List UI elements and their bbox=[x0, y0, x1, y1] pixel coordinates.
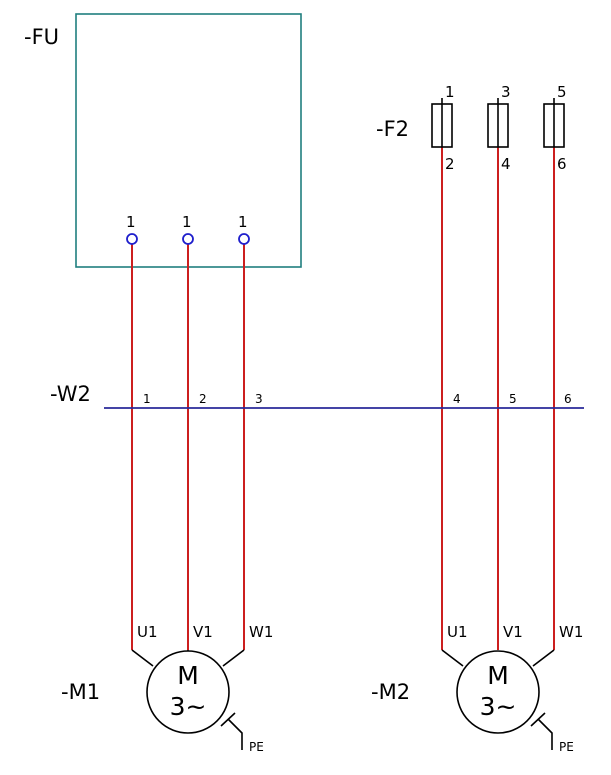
fu-label: -FU bbox=[24, 25, 59, 49]
w2-core-1: 1 bbox=[143, 392, 151, 406]
m1-term-v1: V1 bbox=[193, 623, 213, 641]
fu-terminal-label-2: 1 bbox=[182, 213, 192, 231]
m1-lead-u bbox=[131, 649, 154, 667]
w2-core-2: 2 bbox=[199, 392, 207, 406]
m2-motor-phase: 3~ bbox=[480, 692, 517, 721]
f2-bottom-term-4: 4 bbox=[501, 155, 511, 173]
f2-bottom-term-2: 2 bbox=[445, 155, 455, 173]
m2-term-w1: W1 bbox=[559, 623, 583, 641]
motor-m2[interactable]: M 3~ bbox=[441, 649, 555, 750]
m1-term-u1: U1 bbox=[137, 623, 158, 641]
fu-terminal-2[interactable] bbox=[182, 233, 194, 245]
f2-top-term-1: 1 bbox=[445, 83, 455, 101]
f2-top-term-5: 5 bbox=[557, 83, 567, 101]
m2-lead-w bbox=[532, 649, 555, 667]
m2-term-v1: V1 bbox=[503, 623, 523, 641]
fu-terminal-1[interactable] bbox=[126, 233, 138, 245]
m2-lead-u bbox=[441, 649, 464, 667]
m1-pe-lead bbox=[227, 718, 243, 750]
m1-lead-w bbox=[222, 649, 245, 667]
m2-pe-lead bbox=[537, 718, 553, 750]
w2-core-4: 4 bbox=[453, 392, 461, 406]
fu-terminal-label-1: 1 bbox=[126, 213, 136, 231]
m1-term-w1: W1 bbox=[249, 623, 273, 641]
w2-core-5: 5 bbox=[509, 392, 517, 406]
f2-label: -F2 bbox=[376, 117, 409, 141]
m1-motor-phase: 3~ bbox=[170, 692, 207, 721]
m1-pe-label: PE bbox=[249, 740, 264, 754]
m2-motor-circle[interactable] bbox=[456, 650, 540, 734]
m2-pe-label: PE bbox=[559, 740, 574, 754]
fu-terminal-label-3: 1 bbox=[238, 213, 248, 231]
w2-core-6: 6 bbox=[564, 392, 572, 406]
motor-m1[interactable]: M 3~ bbox=[131, 649, 245, 750]
m1-motor-letter: M bbox=[177, 661, 199, 690]
f2-bottom-term-6: 6 bbox=[557, 155, 567, 173]
m2-label: -M2 bbox=[371, 680, 410, 704]
f2-top-term-3: 3 bbox=[501, 83, 511, 101]
m2-term-u1: U1 bbox=[447, 623, 468, 641]
m1-motor-circle[interactable] bbox=[146, 650, 230, 734]
w2-core-3: 3 bbox=[255, 392, 263, 406]
fu-terminal-3[interactable] bbox=[238, 233, 250, 245]
m1-label: -M1 bbox=[61, 680, 100, 704]
w2-label: -W2 bbox=[50, 382, 91, 406]
m2-motor-letter: M bbox=[487, 661, 509, 690]
